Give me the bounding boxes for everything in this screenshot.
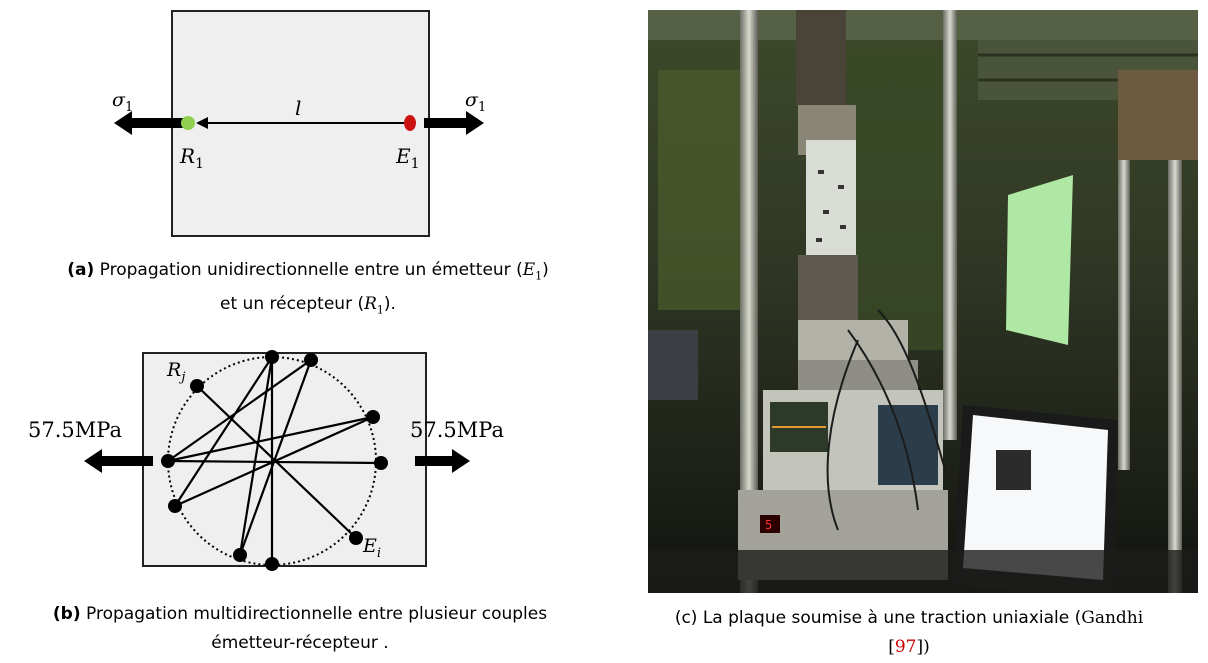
caption-c-author: Gandhi (1081, 608, 1144, 628)
wave-path-arrowhead (196, 117, 208, 129)
emitter-label: E1 (395, 144, 420, 172)
lab-photo-drawing: 5 (648, 10, 1198, 600)
load-b-right-label: 57.5MPa (410, 418, 504, 442)
wave-rays (167, 356, 382, 564)
caption-c-open: [ (888, 637, 895, 657)
upper-grip (796, 10, 846, 105)
right-grip-block (1118, 70, 1198, 160)
load-b-left-label: 57.5MPa (28, 418, 122, 442)
sensor-dots (161, 350, 388, 571)
figure-b: 57.5MPa 57.5MPa Rj Ei (15, 348, 555, 573)
caption-b-line1: (b) Propagation multidirectionnelle entr… (0, 600, 600, 629)
caption-b-text1: Propagation multidirectionnelle entre pl… (86, 604, 548, 624)
lower-grip (798, 255, 858, 325)
column-right (1168, 150, 1182, 593)
citation-link[interactable]: 97 (894, 637, 917, 657)
caption-c-text: (c) La plaque soumise à une traction uni… (674, 608, 1082, 628)
figure-b-diagram: 57.5MPa 57.5MPa Rj Ei (28, 350, 504, 571)
emitter-dot (404, 115, 416, 131)
caption-c-line1: (c) La plaque soumise à une traction uni… (610, 604, 1208, 633)
load-b-right-head (452, 449, 470, 473)
caption-b-tag: (b) (52, 604, 81, 624)
caption-a-close1: ) (542, 260, 549, 280)
pulser-display (760, 515, 780, 533)
caption-c-line2: [97]) (610, 633, 1208, 662)
distance-label: l (295, 96, 301, 120)
monitor-plot (996, 450, 1031, 490)
load-b-left-head (84, 449, 102, 473)
caption-a-tag: (a) (67, 260, 95, 280)
caption-a-text1: Propagation unidirectionnelle entre un é… (99, 260, 523, 280)
oscilloscope-side (878, 405, 938, 485)
column-right-inner (1118, 140, 1130, 470)
caption-b: (b) Propagation multidirectionnelle entr… (0, 600, 600, 658)
gantry-top (648, 10, 1198, 40)
sigma-right-label: σ1 (465, 89, 486, 115)
green-light-panel (1006, 175, 1073, 345)
caption-a-line2: et un récepteur (R1). (0, 290, 616, 324)
column-left (740, 10, 758, 593)
green-wall-left (658, 70, 748, 310)
caption-a-line1: (a) Propagation unidirectionnelle entre … (0, 256, 616, 290)
receiver-j-label: Rj (166, 359, 185, 385)
caption-c: (c) La plaque soumise à une traction uni… (610, 604, 1208, 662)
pulser-digit: 5 (765, 518, 772, 532)
load-arrow-left-head (114, 111, 132, 135)
left-monitor (648, 330, 698, 400)
caption-a-math2: R1 (364, 294, 384, 317)
figure-a-diagram: σ1 σ1 l R1 E1 (112, 10, 486, 237)
caption-a-close2: ). (383, 294, 396, 315)
emitter-i-label: Ei (362, 535, 381, 561)
caption-a-math1: E1 (522, 260, 543, 283)
receiver-dot (181, 116, 195, 130)
caption-b-line2: émetteur-récepteur . (211, 633, 389, 653)
sigma-left-label: σ1 (112, 89, 133, 115)
caption-a: (a) Propagation unidirectionnelle entre … (0, 256, 616, 325)
cables (826, 309, 949, 531)
load-arrow-right-head (466, 111, 484, 135)
specimen-plate (806, 140, 856, 260)
receiver-label: R1 (179, 144, 204, 172)
power-box (798, 360, 918, 390)
column-center (943, 10, 957, 440)
figure-a: σ1 σ1 l R1 E1 (100, 8, 520, 238)
caption-c-close: ]) (916, 637, 930, 657)
caption-a-text2: et un récepteur ( (220, 294, 365, 315)
sensor-marks (816, 170, 846, 242)
desk (648, 550, 1198, 593)
green-wall-center (848, 50, 948, 350)
figure-c-photo: 5 (648, 10, 1198, 600)
